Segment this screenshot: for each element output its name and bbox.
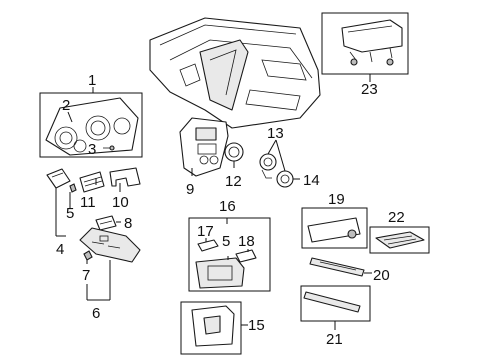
callout-14: 14 [303,172,320,189]
callout-16: 16 [219,198,236,215]
callout-18: 18 [238,233,255,250]
instrument-panel [149,17,321,129]
callout-7: 7 [82,267,90,284]
trim-part-17 [197,239,219,252]
callout-4: 4 [56,241,64,258]
callout-6: 6 [92,305,100,322]
group-box-16 [188,217,271,292]
speaker-part-13 [259,153,277,179]
group-box-19 [301,207,368,249]
panel-part-21 [303,291,361,313]
tray-part-22 [375,231,425,249]
clip-part [69,183,77,193]
callout-19: 19 [328,191,345,208]
callout-3: 3 [88,141,96,158]
group-box-15 [180,301,242,355]
group-box-23 [321,12,409,75]
glovebox-part-19 [307,217,361,243]
vent-part-11 [79,171,105,193]
lower-cover-part [79,227,141,263]
callout-13: 13 [267,125,284,142]
callout-22: 22 [388,209,405,226]
callout-5-box16: 5 [222,233,230,250]
callout-5-left: 5 [66,205,74,222]
clip-part-7 [83,250,93,261]
switch-panel-part [46,168,71,189]
gauge-bezel [45,97,139,156]
callout-12: 12 [225,173,242,190]
callout-10: 10 [112,194,129,211]
callout-20: 20 [373,267,390,284]
group-box-22 [369,226,430,254]
switch-part-8 [95,215,117,231]
callout-21: 21 [326,331,343,348]
callout-15: 15 [248,317,265,334]
airbag-part-23 [341,19,403,66]
center-panel-part [179,117,229,177]
callout-23: 23 [361,81,378,98]
callout-2: 2 [62,97,70,114]
bracket-part-10 [109,167,141,187]
console-part [195,257,245,289]
callout-1: 1 [88,72,96,89]
screw-part-3 [103,145,115,151]
knob-part-12 [224,142,244,162]
strip-part-20 [309,257,365,277]
group-box-1 [39,92,143,158]
callout-labels: 1 2 3 4 5 6 7 8 9 10 11 12 13 14 15 16 1… [56,72,405,348]
callout-17: 17 [197,223,214,240]
callout-11: 11 [80,194,96,211]
speaker-part-14 [276,170,294,188]
leader-lines [55,74,372,330]
callout-9: 9 [186,181,194,198]
callout-8: 8 [124,215,132,232]
cover-part-15 [191,305,235,347]
trim-part-18 [235,249,257,263]
